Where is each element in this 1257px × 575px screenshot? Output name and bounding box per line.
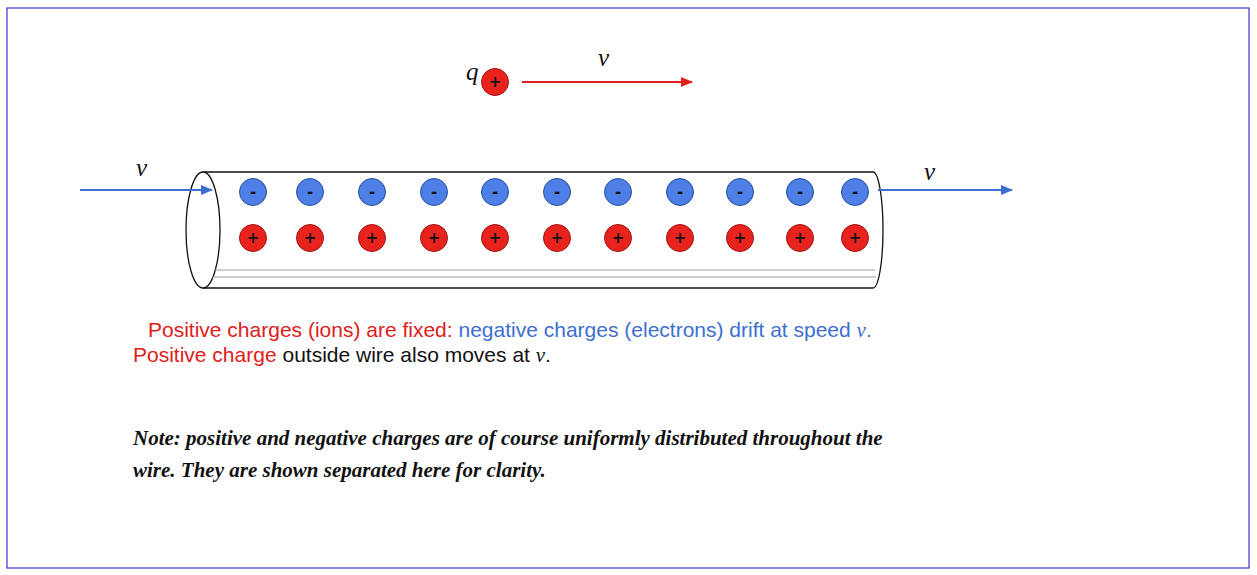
caption-line: Positive chargeoutside wire also moves a… — [133, 343, 551, 368]
negative-charge: - — [604, 178, 632, 206]
negative-charge: - — [239, 178, 267, 206]
charge-sign: - — [250, 185, 256, 200]
charge-sign: + — [674, 231, 687, 246]
positive-charge: + — [481, 224, 509, 252]
positive-charge: + — [358, 224, 386, 252]
note: Note:positive and negative charges are o… — [133, 422, 903, 486]
charge-sign: + — [304, 231, 317, 246]
negative-charge: - — [358, 178, 386, 206]
negative-charge: - — [481, 178, 509, 206]
charge-sign: - — [677, 185, 683, 200]
positive-charge: + — [420, 224, 448, 252]
positive-charge: + — [726, 224, 754, 252]
charge-sign: - — [797, 185, 803, 200]
caption-text: v — [536, 343, 545, 367]
caption-text: . — [545, 343, 551, 366]
charge-sign: + — [489, 75, 502, 90]
charge-sign: + — [551, 231, 564, 246]
charge-sign: + — [794, 231, 807, 246]
caption-text: . — [866, 318, 872, 341]
charge-sign: - — [615, 185, 621, 200]
positive-charge: + — [543, 224, 571, 252]
velocity-label: v — [924, 158, 935, 186]
drift-arrow — [878, 189, 1012, 191]
caption-text: outside wire also moves at — [282, 343, 529, 366]
charge-sign: + — [247, 231, 260, 246]
charge-sign: - — [369, 185, 375, 200]
positive-charge: + — [666, 224, 694, 252]
caption-text: negative charges (electrons) drift at sp… — [459, 318, 851, 341]
caption-line: Positive charges (ions) are fixed: negati… — [148, 318, 872, 343]
charge-sign: + — [489, 231, 502, 246]
velocity-label: v — [598, 44, 609, 72]
charge-sign: - — [554, 185, 560, 200]
charge-sign: - — [431, 185, 437, 200]
charge-sign: - — [737, 185, 743, 200]
caption-text: v — [857, 318, 866, 342]
negative-charge: - — [296, 178, 324, 206]
negative-charge: - — [786, 178, 814, 206]
drift-arrow — [80, 189, 212, 191]
charge-sign: + — [428, 231, 441, 246]
positive-charge: + — [786, 224, 814, 252]
note-text: positive and negative charges are of cou… — [133, 426, 883, 482]
note-heading: Note: — [133, 426, 181, 450]
caption-text: Positive charges (ions) are fixed: — [148, 318, 453, 341]
velocity-label: v — [136, 154, 147, 182]
frame — [7, 8, 1249, 568]
charge-sign: + — [366, 231, 379, 246]
positive-charge: + — [481, 68, 509, 96]
positive-charge: + — [604, 224, 632, 252]
charge-sign: - — [307, 185, 313, 200]
charge-sign: - — [852, 185, 858, 200]
negative-charge: - — [726, 178, 754, 206]
positive-charge: + — [841, 224, 869, 252]
positive-charge: + — [239, 224, 267, 252]
charge-sign: - — [492, 185, 498, 200]
charge-label: q — [466, 58, 479, 86]
charge-sign: + — [734, 231, 747, 246]
negative-charge: - — [841, 178, 869, 206]
positive-charge: + — [296, 224, 324, 252]
velocity-arrow — [522, 81, 692, 83]
caption-text: Positive charge — [133, 343, 277, 366]
charge-sign: + — [612, 231, 625, 246]
negative-charge: - — [420, 178, 448, 206]
negative-charge: - — [543, 178, 571, 206]
wire-cylinder — [186, 172, 883, 288]
charge-sign: + — [849, 231, 862, 246]
negative-charge: - — [666, 178, 694, 206]
